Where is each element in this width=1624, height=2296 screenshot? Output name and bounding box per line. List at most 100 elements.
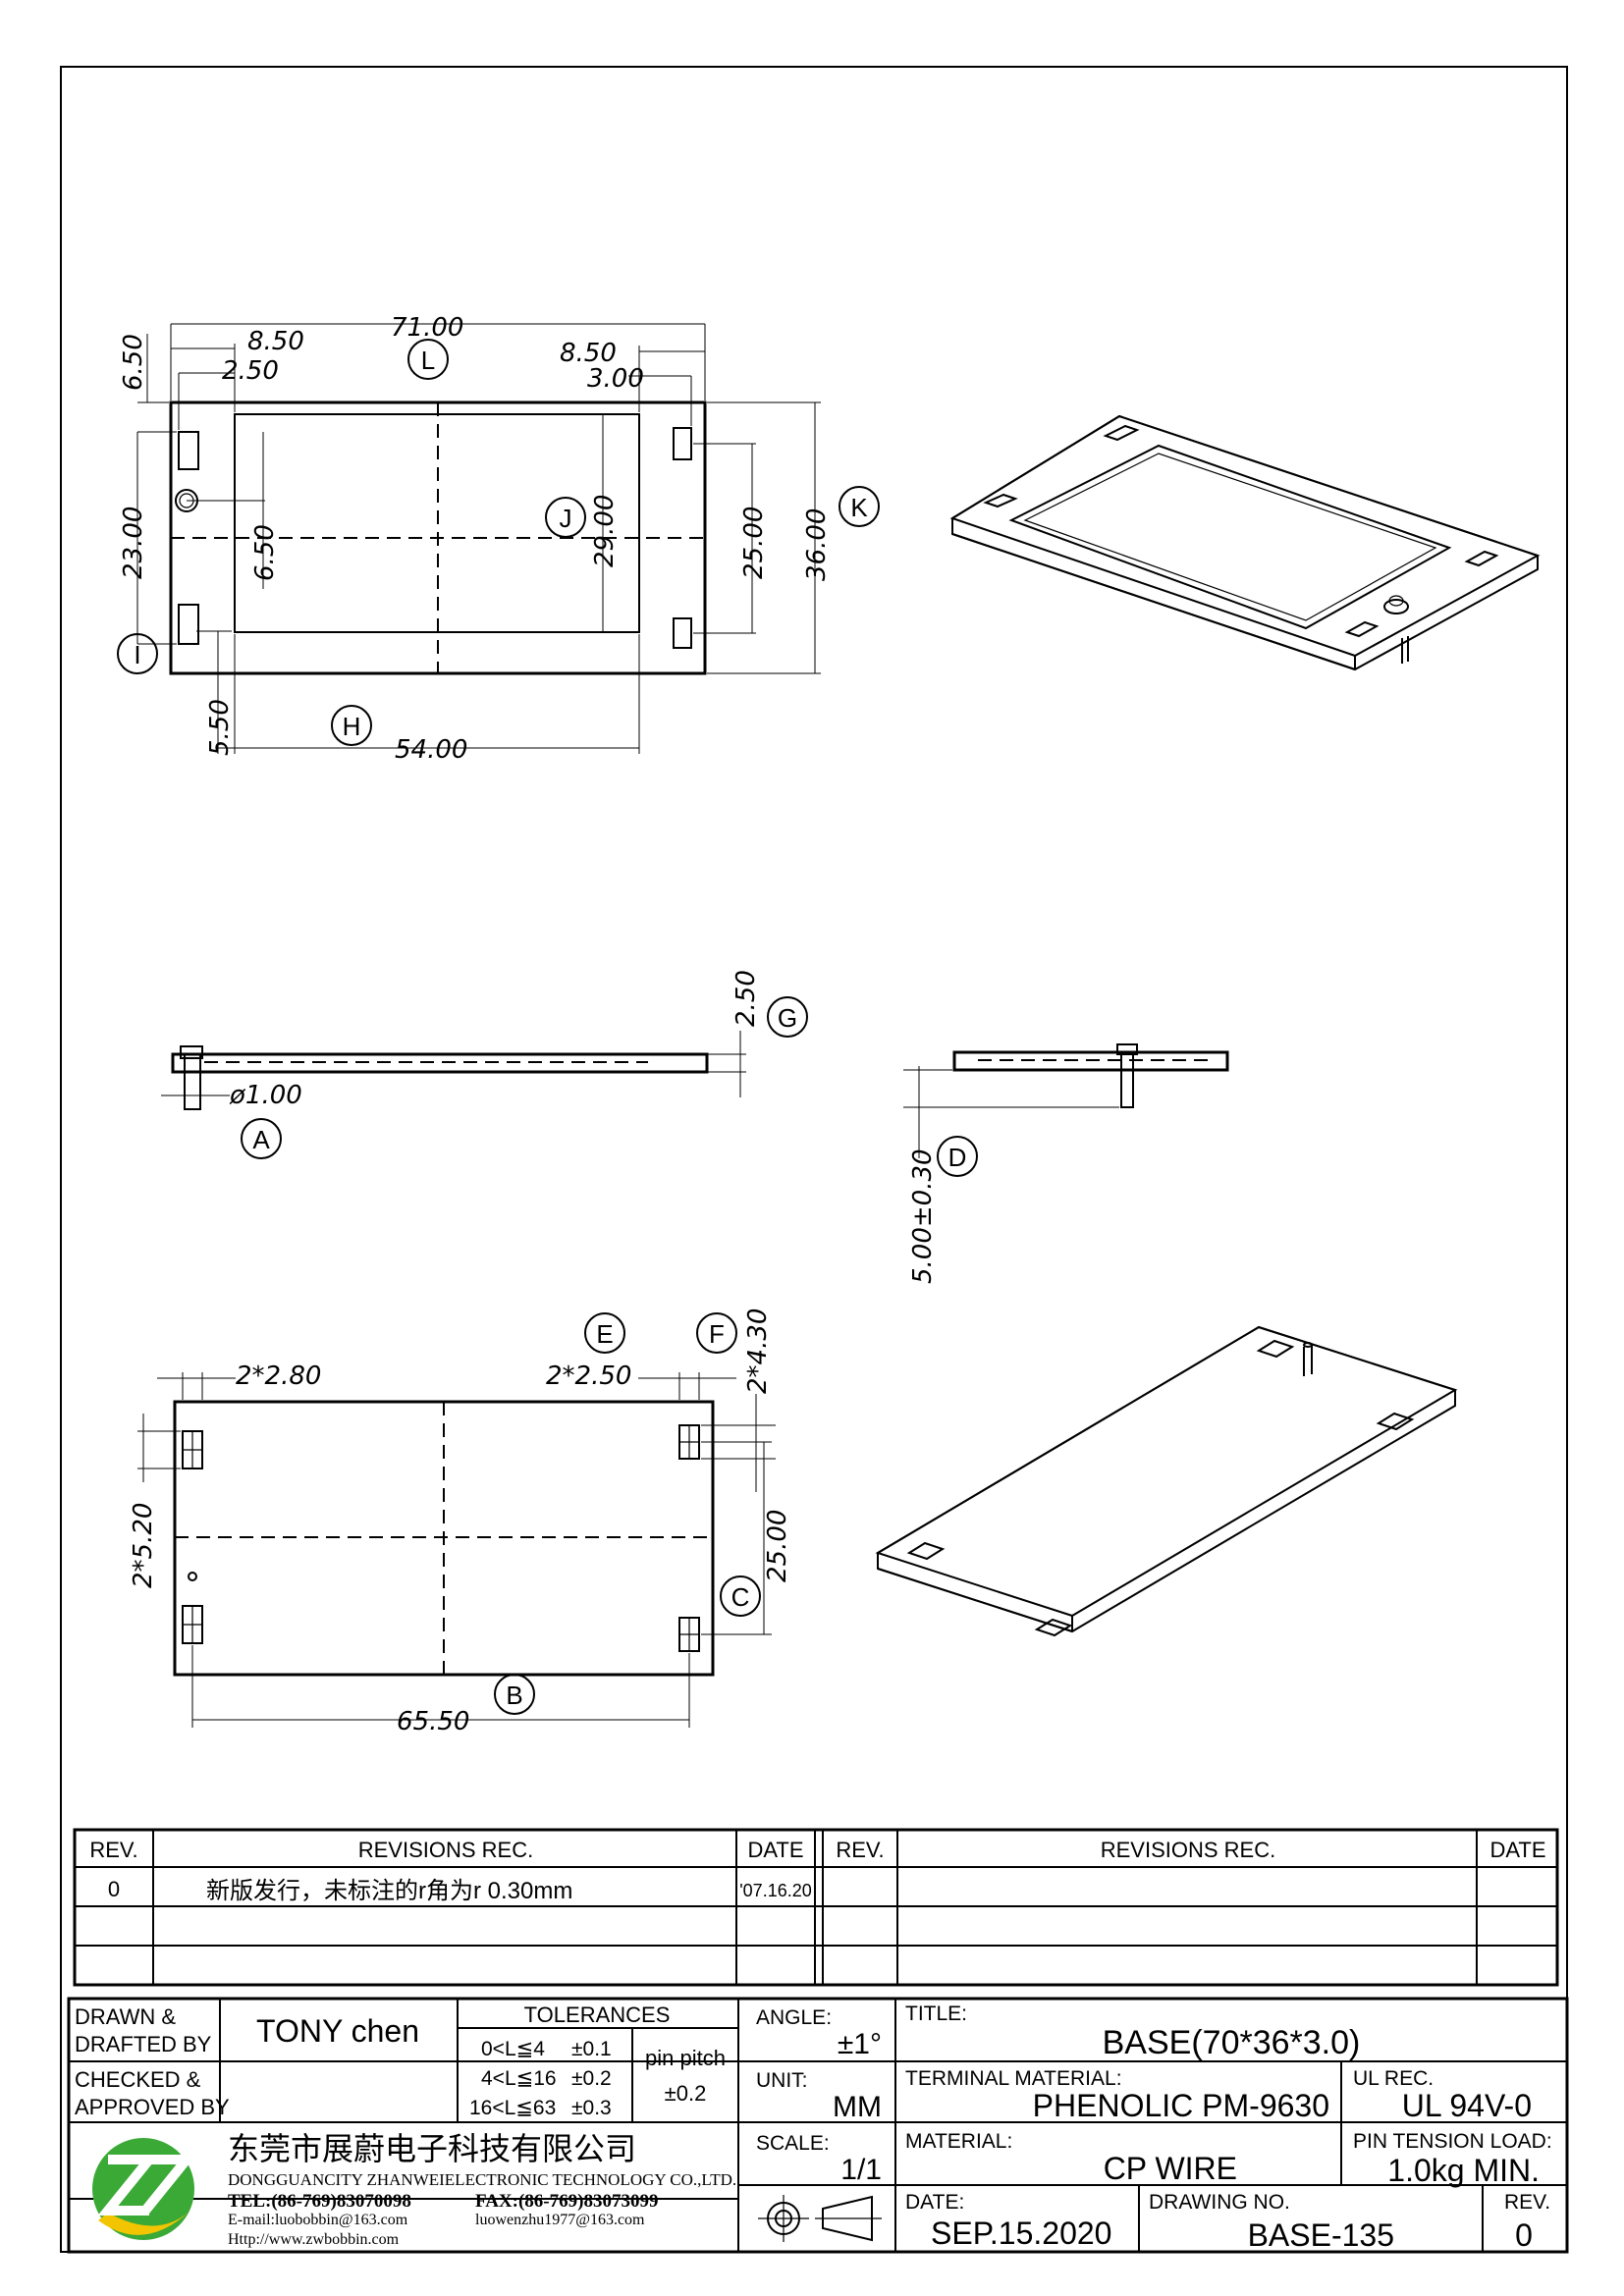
iso-view-top [949,414,1541,671]
drawn-by-value: TONY chen [256,2013,419,2049]
callout-a: A [252,1125,270,1154]
checked-label: CHECKED & [75,2067,201,2092]
tol-range-2: 4<L≦16 [481,2067,557,2090]
pin-pitch-tol: ±0.2 [665,2081,707,2106]
ul-rec-value: UL 94V-0 [1402,2088,1532,2123]
dim-thickness: 2.50 [731,970,761,1027]
dim-pin-span-left: 23.00 [119,507,148,579]
dim-window-height: 29.00 [590,495,620,567]
scale-label: SCALE: [756,2132,830,2155]
iso-view-bottom [875,1325,1458,1637]
drawing-no-label: DRAWING NO. [1149,2191,1290,2214]
company-name-cn: 东莞市展蔚电子科技有限公司 [228,2131,636,2166]
company-name-en: DONGGUANCITY ZHANWEIELECTRONIC TECHNOLOG… [228,2170,736,2189]
tolerances-label: TOLERANCES [524,2002,671,2027]
dim-slot-left: 2*2.80 [236,1362,321,1391]
callout-i: I [134,640,140,669]
rev-value: 0 [1515,2217,1533,2253]
callout-g: G [778,1003,797,1033]
approved-label: APPROVED BY [75,2095,230,2119]
material-label: MATERIAL: [905,2130,1012,2153]
company-logo [92,2138,197,2240]
material-value: CP WIRE [1104,2151,1237,2186]
dim-pin-length: 5.00±0.30 [908,1148,938,1284]
revision-row-rev: 0 [108,1877,120,1901]
revision-row-date: '07.16.20 [739,1881,812,1900]
unit-label: UNIT: [756,2069,808,2092]
dim-pin-span: 25.00 [763,1510,792,1582]
dim-slot-right: 2*2.50 [546,1362,631,1391]
dim-bottom-margin: 5.50 [205,699,235,756]
terminal-material-label: TERMINAL MATERIAL: [905,2067,1122,2090]
unit-value: MM [833,2091,882,2123]
dim-slot-height: 2*4.30 [743,1308,773,1394]
terminal-material-value: PHENOLIC PM-9630 [1033,2088,1329,2123]
title-value: BASE(70*36*3.0) [1103,2024,1361,2061]
slot-top-left [178,431,199,470]
dim-left-offset: 8.50 [247,327,304,356]
end-view: 5.00±0.30 D [903,1043,1229,1284]
pin-tension-value: 1.0kg MIN. [1387,2153,1540,2188]
dim-slot-left-height: 2*5.20 [129,1503,158,1588]
date-value: SEP.15.2020 [931,2216,1111,2251]
date-header-right: DATE [1489,1838,1545,1862]
company-email-2: luowenzhu1977@163.com [475,2212,645,2228]
slot-bottom-right [673,617,692,649]
slot-bottom-left [178,604,199,645]
dim-overall-width: 36.00 [802,508,832,581]
dim-top-margin: 6.50 [119,334,148,391]
callout-e: E [596,1319,613,1349]
ul-rec-label: UL REC. [1353,2067,1434,2090]
drawing-no-value: BASE-135 [1248,2217,1394,2253]
title-label: TITLE: [905,2002,967,2025]
angle-value: ±1° [838,2028,882,2060]
date-header-left: DATE [747,1838,803,1862]
drafted-label: DRAFTED BY [75,2032,212,2056]
company-email-1: E-mail:luobobbin@163.com [228,2212,408,2228]
company-website: Http://www.zwbobbin.com [228,2231,400,2248]
tol-value-3: ±0.3 [571,2097,612,2119]
title-block: DRAWN & DRAFTED BY TONY chen CHECKED & A… [67,1997,1569,2254]
callout-b: B [506,1681,522,1710]
bottom-view: 2*2.80 2*2.50 2*4.30 2*5.20 25.00 65.50 … [129,1308,792,1736]
dim-pin-span-right: 25.00 [739,507,769,579]
drawn-label: DRAWN & [75,2004,176,2029]
dim-pin-pitch-length: 65.50 [397,1707,469,1736]
tol-range-1: 0<L≦4 [481,2038,545,2060]
pin-pitch-label: pin pitch [645,2046,726,2070]
rev-label: REV. [1504,2191,1550,2214]
dim-right-inner: 3.00 [587,364,644,394]
callout-j: J [560,504,572,533]
dim-pin-dia: ø1.00 [229,1081,302,1110]
dim-window-length: 54.00 [395,735,467,765]
side-view: 2.50 ø1.00 G A [161,970,808,1159]
date-label: DATE: [905,2191,964,2214]
revision-table: REV. REVISIONS REC. DATE REV. REVISIONS … [73,1828,1559,1987]
dim-right-offset: 8.50 [560,339,617,368]
rev-header-right: REV. [836,1838,884,1862]
revisions-header-left: REVISIONS REC. [358,1838,533,1862]
scale-value: 1/1 [840,2154,882,2186]
dim-overall-length: 71.00 [391,313,463,343]
dim-left-inner: 2.50 [222,356,279,386]
revision-row-rec: 新版发行，未标注的r角为r 0.30mm [206,1878,572,1904]
angle-label: ANGLE: [756,2006,832,2029]
callout-f: F [709,1319,725,1349]
tol-range-3: 16<L≦63 [469,2097,556,2119]
tol-value-2: ±0.2 [571,2067,612,2090]
rev-header-left: REV. [89,1838,137,1862]
revisions-header-right: REVISIONS REC. [1101,1838,1275,1862]
slot-top-right [673,427,692,460]
pin-tension-label: PIN TENSION LOAD: [1353,2130,1552,2153]
projection-symbol [758,2195,882,2242]
company-fax: FAX:(86-769)83073099 [475,2191,658,2212]
callout-c: C [731,1582,750,1612]
top-view: 71.00 8.50 2.50 8.50 3.00 6.50 23.00 6.5… [117,313,880,765]
dim-pin-offset: 6.50 [250,524,280,581]
tol-value-1: ±0.1 [571,2038,612,2060]
callout-d: D [948,1143,967,1172]
company-tel: TEL:(86-769)83070098 [228,2191,411,2212]
callout-l: L [421,346,435,375]
callout-h: H [343,712,361,741]
